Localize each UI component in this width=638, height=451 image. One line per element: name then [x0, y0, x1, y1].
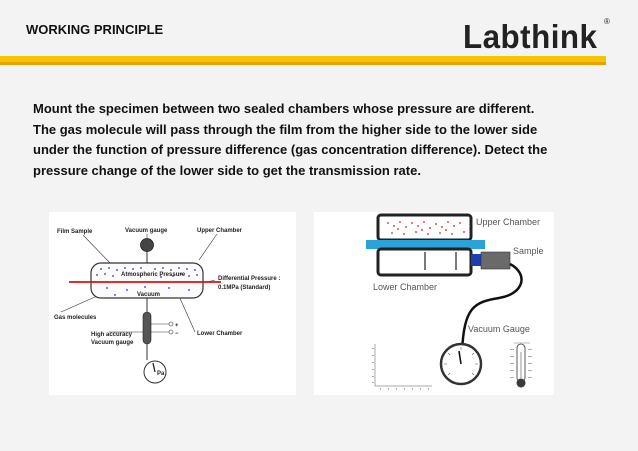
film-sample-label: Film Sample — [57, 229, 93, 235]
high-accuracy-sensor-icon — [142, 311, 152, 345]
lower-chamber-label: Lower Chamber — [197, 331, 243, 337]
gas-transmission-diagram: Upper Chamber Sample Lower Chamber Vacuu… — [314, 212, 554, 395]
dial-ticks — [444, 347, 478, 376]
header-divider-orange — [0, 62, 606, 65]
vacuum-gauge-label: Vacuum gauge — [125, 228, 168, 234]
minus-terminal: − — [175, 331, 179, 337]
upper-chamber-box — [376, 213, 473, 242]
thermometer-icon — [510, 342, 532, 388]
sensor-block-icon — [480, 251, 511, 270]
upper-chamber-label-right: Upper Chamber — [476, 217, 540, 227]
description-paragraph: Mount the specimen between two sealed ch… — [33, 99, 593, 181]
differential-pressure-svg: Film Sample Vacuum gauge Upper Chamber D… — [54, 228, 280, 384]
vacuum-label: Vacuum — [137, 292, 160, 298]
dial-needle — [458, 350, 462, 365]
labthink-logo: Labthink — [463, 18, 598, 55]
high-accuracy-label: High accuracy — [91, 332, 133, 338]
description-line-1: Mount the specimen between two sealed ch… — [33, 101, 535, 116]
pa-unit-label: Pa — [157, 371, 165, 377]
sample-film — [366, 240, 485, 249]
differential-pressure-diagram: Film Sample Vacuum gauge Upper Chamber D… — [49, 212, 296, 395]
registered-mark: ® — [604, 17, 610, 26]
vacuum-gauge-sub-label: Vacuum gauge — [91, 340, 134, 346]
sample-label: Sample — [513, 246, 544, 256]
gauge-hose — [460, 262, 523, 353]
differential-pressure-value: 0.1MPa (Standard) — [218, 285, 270, 291]
gas-molecules-label: Gas molecules — [54, 315, 97, 321]
header-divider-yellow — [0, 56, 606, 62]
lower-gas-molecules — [106, 286, 190, 296]
description-line-4: pressure change of the lower side to get… — [33, 162, 421, 178]
upper-chamber-label: Upper Chamber — [197, 228, 243, 234]
vacuum-gauge-ball-icon — [140, 238, 154, 252]
page-title: WORKING PRINCIPLE — [26, 22, 164, 37]
mini-plot-icon — [374, 344, 432, 387]
differential-pressure-label: Differential Pressure : — [218, 276, 280, 282]
gas-transmission-svg: Upper Chamber Sample Lower Chamber Vacuu… — [366, 213, 544, 390]
description-line-3: under the function of pressure differenc… — [33, 142, 548, 157]
atmospheric-pressure-label: Atmospheric Pressure — [121, 272, 186, 278]
upper-chamber-molecules — [387, 221, 465, 235]
plus-terminal: + — [175, 323, 179, 329]
lower-chamber-label-right: Lower Chamber — [373, 282, 437, 292]
description-line-2: The gas molecule will pass through the f… — [33, 121, 538, 137]
mini-plot-ticks — [372, 348, 429, 390]
vacuum-gauge-label-right: Vacuum Gauge — [468, 324, 530, 334]
upper-gas-molecules — [96, 267, 198, 278]
